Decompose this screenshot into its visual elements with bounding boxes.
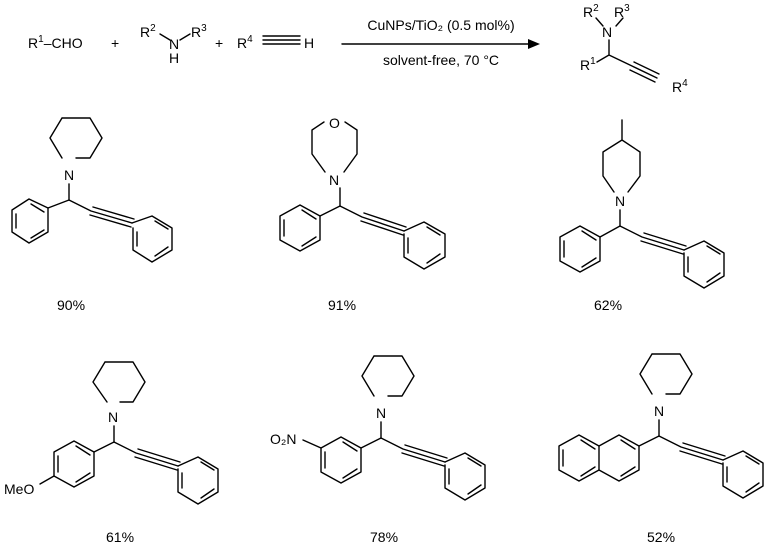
- aldehyde-r1: R1–CHO: [28, 34, 83, 51]
- product-r3: R3: [614, 3, 630, 20]
- product-3-nitrogen: N: [615, 193, 625, 209]
- alkyne-h: H: [304, 35, 314, 51]
- conditions-solvent: solvent-free, 70 °C: [383, 52, 499, 68]
- general-product: R2 R3 N R1 R4: [580, 3, 688, 95]
- product-2-structure: O N 91%: [279, 115, 446, 313]
- product-5-nitro: O₂N: [270, 431, 296, 447]
- product-r1: R1: [580, 56, 596, 73]
- product-6-yield: 52%: [647, 529, 675, 545]
- product-3-yield: 62%: [594, 297, 622, 313]
- plus-sign: +: [111, 35, 119, 51]
- product-r4: R4: [672, 78, 688, 95]
- product-4-methoxy: MeO: [4, 481, 34, 497]
- product-5-structure: N O₂N 78%: [270, 355, 486, 545]
- product-1-yield: 90%: [57, 297, 85, 313]
- plus-sign: +: [215, 35, 223, 51]
- product-4-nitrogen: N: [108, 409, 118, 425]
- reagent-amine: R2 N H R3: [140, 23, 207, 66]
- product-1-nitrogen: N: [64, 167, 74, 183]
- amine-n: N: [169, 36, 179, 52]
- reagent-alkyne: R4 H: [237, 34, 314, 51]
- amine-r2: R2: [140, 23, 156, 40]
- amine-h: H: [169, 50, 179, 66]
- product-4-structure: N MeO 61%: [4, 361, 219, 545]
- product-5-yield: 78%: [370, 529, 398, 545]
- product-6-nitrogen: N: [654, 403, 664, 419]
- product-2-yield: 91%: [328, 297, 356, 313]
- product-4-yield: 61%: [106, 529, 134, 545]
- product-1-structure: N 90%: [11, 117, 173, 313]
- product-n: N: [602, 24, 612, 40]
- reagent-aldehyde: R1–CHO: [28, 34, 83, 51]
- product-2-oxygen: O: [329, 115, 340, 131]
- reaction-arrow: CuNPs/TiO₂ (0.5 mol%) solvent-free, 70 °…: [341, 17, 540, 68]
- product-3-structure: N 62%: [559, 119, 725, 313]
- amine-r3: R3: [191, 23, 207, 40]
- product-5-nitrogen: N: [376, 405, 386, 421]
- conditions-catalyst: CuNPs/TiO₂ (0.5 mol%): [367, 17, 514, 33]
- product-2-nitrogen: N: [329, 172, 339, 188]
- product-r2: R2: [583, 3, 599, 20]
- product-6-structure: N 52%: [558, 353, 764, 545]
- alkyne-r4: R4: [237, 34, 253, 51]
